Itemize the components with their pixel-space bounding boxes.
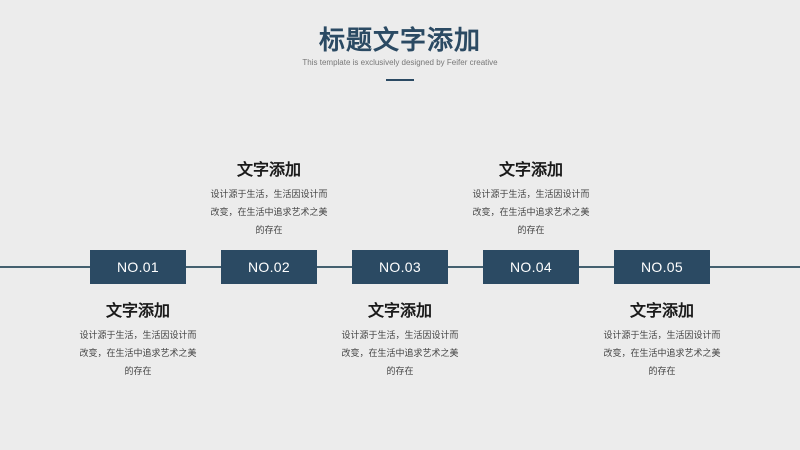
page-title: 标题文字添加 (318, 26, 481, 56)
page-subtitle: This template is exclusively designed by… (302, 58, 498, 67)
step-5-heading: 文字添加 (629, 301, 694, 320)
step-1-block: 文字添加 设计源于生活，生活因设计而改变，在生活中追求艺术之美的存在 (63, 301, 213, 381)
step-5-block: 文字添加 设计源于生活，生活因设计而改变，在生活中追求艺术之美的存在 (587, 301, 737, 381)
step-2-heading: 文字添加 (236, 160, 301, 179)
step-box-2: NO.02 (221, 250, 317, 284)
step-box-4: NO.04 (483, 250, 579, 284)
step-1-text: 设计源于生活，生活因设计而改变，在生活中追求艺术之美的存在 (79, 331, 197, 377)
step-5-text: 设计源于生活，生活因设计而改变，在生活中追求艺术之美的存在 (603, 331, 721, 377)
step-box-3: NO.03 (352, 250, 448, 284)
step-box-5: NO.05 (614, 250, 710, 284)
step-3-block: 文字添加 设计源于生活，生活因设计而改变，在生活中追求艺术之美的存在 (325, 301, 475, 381)
step-3-heading: 文字添加 (367, 301, 432, 320)
step-2-text: 设计源于生活，生活因设计而改变，在生活中追求艺术之美的存在 (210, 190, 328, 236)
step-4-block: 文字添加 设计源于生活，生活因设计而改变，在生活中追求艺术之美的存在 (456, 160, 606, 240)
title-underline (386, 79, 414, 81)
step-box-1: NO.01 (90, 250, 186, 284)
step-4-text: 设计源于生活，生活因设计而改变，在生活中追求艺术之美的存在 (472, 190, 590, 236)
step-3-text: 设计源于生活，生活因设计而改变，在生活中追求艺术之美的存在 (341, 331, 459, 377)
step-4-heading: 文字添加 (498, 160, 563, 179)
step-2-block: 文字添加 设计源于生活，生活因设计而改变，在生活中追求艺术之美的存在 (194, 160, 344, 240)
step-1-heading: 文字添加 (105, 301, 170, 320)
